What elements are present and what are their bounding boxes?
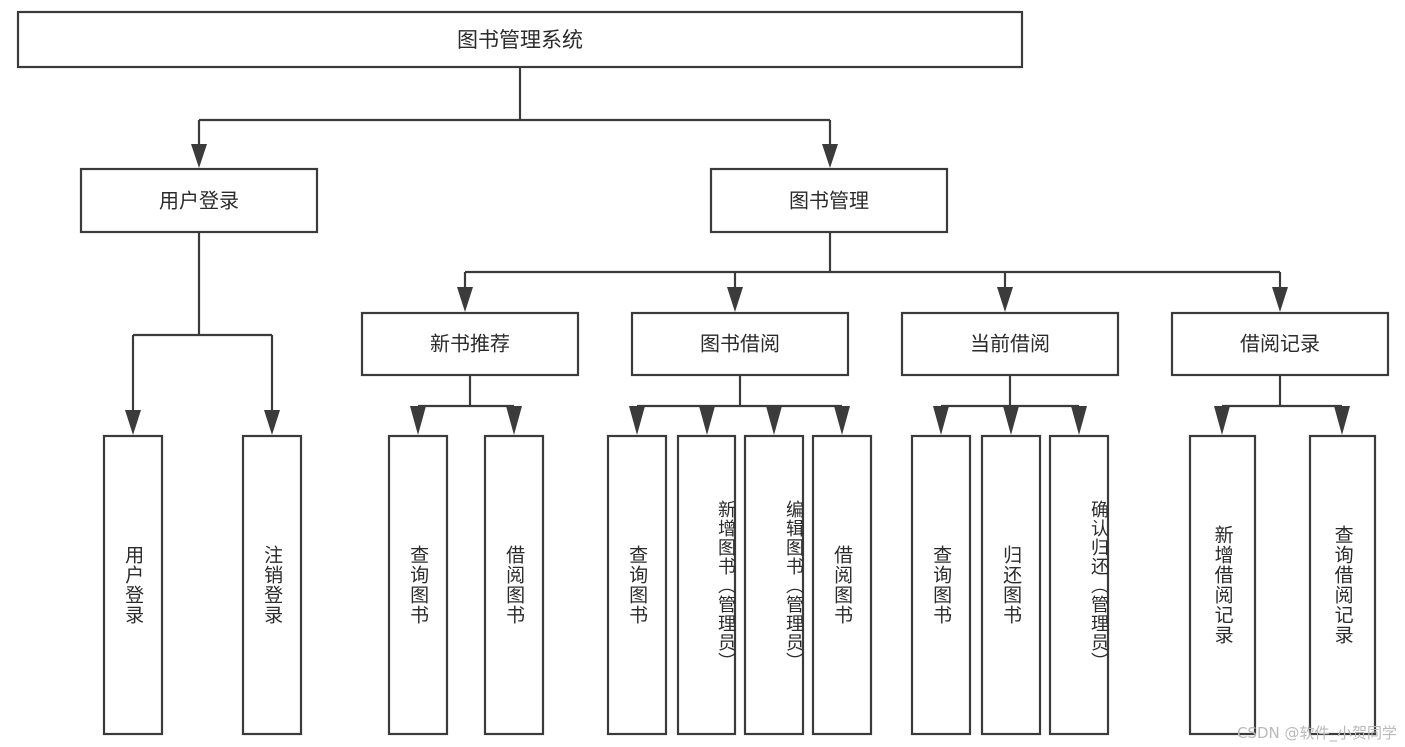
leaf-box-confirm-return[interactable] — [1048, 434, 1110, 736]
arrow-head-icon — [699, 406, 715, 435]
arrow-head-icon — [727, 287, 743, 312]
leaf-boxes — [102, 434, 1377, 736]
node-root[interactable]: 图书管理系统 — [16, 10, 1024, 69]
arrow-head-icon — [264, 410, 280, 435]
arrow-head-icon — [766, 406, 782, 435]
arrow-head-icon — [1214, 406, 1230, 435]
node-book-manage[interactable]: 图书管理 — [709, 167, 949, 234]
arrow-head-icon — [834, 406, 850, 435]
node-root-label: 图书管理系统 — [457, 28, 583, 52]
connector-bookmanage-to-level3 — [457, 232, 1288, 312]
node-user-login-label: 用户登录 — [159, 189, 239, 213]
node-current-borrow-box[interactable] — [900, 311, 1120, 377]
node-root-box[interactable] — [16, 10, 1024, 69]
connector-bookborrow-to-leaves — [629, 375, 850, 435]
node-borrow-record-label: 借阅记录 — [1240, 332, 1320, 356]
connector-root-to-level2 — [191, 67, 838, 168]
node-new-book-recommend-box[interactable] — [360, 311, 580, 377]
arrow-head-icon — [410, 406, 426, 435]
leaf-box-edit-book[interactable] — [743, 434, 805, 736]
node-new-book-recommend[interactable]: 新书推荐 — [360, 311, 580, 377]
connector-newbook-to-leaves — [410, 375, 522, 435]
node-user-login-box[interactable] — [79, 167, 319, 234]
leaf-box-user-logout[interactable] — [241, 434, 303, 736]
node-book-borrow-label: 图书借阅 — [700, 332, 780, 356]
arrow-head-icon — [933, 406, 949, 435]
node-current-borrow-label: 当前借阅 — [970, 332, 1050, 356]
leaf-box-return-book[interactable] — [980, 434, 1042, 736]
node-book-borrow[interactable]: 图书借阅 — [630, 311, 850, 377]
arrow-head-icon — [457, 287, 473, 312]
arrow-head-icon — [1272, 287, 1288, 312]
arrow-head-icon — [997, 287, 1013, 312]
arrow-head-icon — [822, 144, 838, 168]
leaf-box-borrow-book-1[interactable] — [483, 434, 545, 736]
arrow-head-icon — [1334, 406, 1350, 435]
leaf-box-query-book-3[interactable] — [910, 434, 972, 736]
node-user-login[interactable]: 用户登录 — [79, 167, 319, 234]
arrow-head-icon — [1003, 406, 1019, 435]
node-borrow-record[interactable]: 借阅记录 — [1170, 311, 1390, 377]
leaf-box-add-book[interactable] — [676, 434, 737, 736]
connector-userlogin-to-leaves — [125, 232, 280, 435]
node-borrow-record-box[interactable] — [1170, 311, 1390, 377]
leaf-box-query-record[interactable] — [1308, 434, 1377, 736]
node-new-book-recommend-label: 新书推荐 — [430, 332, 510, 356]
arrow-head-icon — [1071, 406, 1087, 435]
connector-borrowrecord-to-leaves — [1214, 375, 1350, 435]
node-book-manage-label: 图书管理 — [789, 189, 869, 213]
watermark-text: CSDN @软件_小贺同学 — [1236, 724, 1397, 742]
leaf-box-user-login[interactable] — [102, 434, 164, 736]
node-current-borrow[interactable]: 当前借阅 — [900, 311, 1120, 377]
arrow-head-icon — [506, 406, 522, 435]
leaf-box-query-book-2[interactable] — [606, 434, 668, 736]
leaf-box-query-book-1[interactable] — [387, 434, 449, 736]
arrow-head-icon — [191, 144, 207, 168]
leaf-box-add-record[interactable] — [1188, 434, 1257, 736]
connector-currentborrow-to-leaves — [933, 375, 1087, 435]
node-book-borrow-box[interactable] — [630, 311, 850, 377]
node-book-manage-box[interactable] — [709, 167, 949, 234]
leaf-box-borrow-book-2[interactable] — [811, 434, 873, 736]
arrow-head-icon — [629, 406, 645, 435]
arrow-head-icon — [125, 410, 141, 435]
